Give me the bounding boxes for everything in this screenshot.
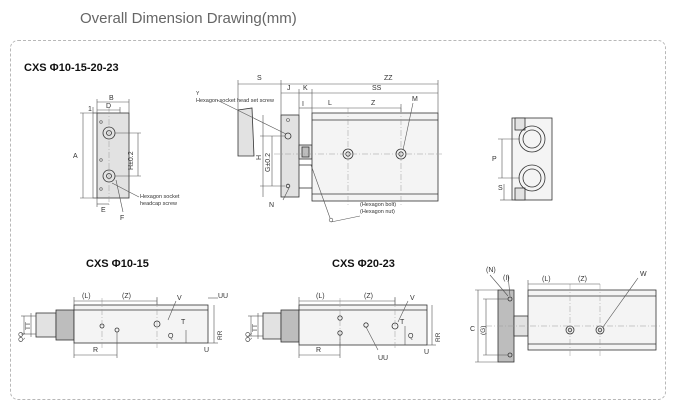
section-title-small: CXS Φ10-15 — [86, 258, 149, 270]
right-label-I: (I) — [503, 275, 510, 282]
large-label-U: U — [424, 349, 429, 356]
small-view: (L) (Z) V UU TT QQ Q RR R U T — [18, 293, 228, 358]
end-view: P S — [492, 117, 553, 201]
small-label-TT: TT — [25, 322, 32, 330]
side-label-I: I — [302, 101, 304, 108]
front-note-line1: Hexagon socket — [140, 194, 180, 200]
side-label-S: S — [257, 75, 262, 82]
side-label-G: G±0.2 — [265, 153, 272, 172]
side-label-ZZ: ZZ — [384, 75, 393, 82]
drawing-frame — [10, 40, 666, 400]
large-view-body — [298, 304, 428, 346]
right-label-Z: (Z) — [578, 276, 587, 283]
side-label-N: N — [269, 202, 274, 209]
large-view-end-plate — [280, 309, 300, 343]
front-label-A: A — [73, 153, 78, 160]
large-label-QQ: QQ — [245, 332, 252, 342]
side-view-body — [311, 112, 439, 202]
small-label-T: T — [181, 319, 186, 326]
large-label-R: R — [316, 347, 321, 354]
side-label-SS: SS — [372, 85, 382, 92]
small-label-RR: RR — [217, 330, 224, 340]
small-label-Z: (Z) — [122, 293, 131, 300]
large-label-Z: (Z) — [364, 293, 373, 300]
side-label-L: L — [328, 100, 332, 107]
front-label-H: H±0.2 — [128, 151, 135, 170]
side-note-set-screw: Hexagon socket head set screw — [196, 98, 274, 104]
side-label-H: H — [256, 155, 263, 160]
large-label-Q: Q — [408, 333, 414, 340]
end-view-body — [511, 117, 553, 201]
side-label-Z: Z — [371, 100, 376, 107]
front-view-side-strip — [92, 112, 98, 199]
right-label-N: (N) — [486, 267, 496, 274]
side-view-end-plate — [280, 114, 300, 198]
small-view-end-plate — [55, 309, 75, 341]
front-label-F: F — [120, 215, 124, 222]
side-view: S J K ZZ SS L Z M I H G±0.2 N Y Hexagon … — [196, 75, 442, 223]
small-label-R: R — [93, 347, 98, 354]
side-note-nut: (Hexagon nut) — [360, 209, 395, 215]
end-label-P: P — [492, 156, 497, 163]
right-label-C: C — [470, 326, 475, 333]
large-label-UU: UU — [378, 355, 388, 362]
side-label-K: K — [303, 85, 308, 92]
small-view-stopper — [35, 312, 57, 338]
small-label-U: U — [204, 347, 209, 354]
small-view-body — [73, 304, 209, 344]
right-view-body — [527, 289, 657, 351]
front-note-line2: headcap screw — [140, 201, 177, 207]
end-label-S: S — [498, 185, 503, 192]
small-label-Q: Q — [168, 333, 174, 340]
section-title-main: CXS Φ10-15-20-23 — [24, 62, 119, 74]
front-view-plate — [96, 112, 130, 199]
large-label-L: (L) — [316, 293, 325, 300]
large-label-TT: TT — [252, 324, 259, 332]
side-label-M: M — [412, 96, 418, 103]
front-label-E: E — [101, 207, 106, 214]
side-note-bolt: (Hexagon bolt) — [360, 202, 396, 208]
right-view: (N) (I) (L) (Z) W C (G) — [470, 267, 660, 363]
small-label-L: (L) — [82, 293, 91, 300]
section-title-large: CXS Φ20-23 — [332, 258, 395, 270]
large-view: (L) (Z) V QQ TT T RR R U UU Q — [245, 293, 442, 362]
large-view-stopper — [262, 312, 282, 340]
right-label-W: W — [640, 271, 647, 278]
front-label-B: B — [109, 95, 114, 102]
small-label-QQ: QQ — [18, 332, 25, 342]
side-view-end-block — [237, 107, 255, 157]
small-label-UU: UU — [218, 293, 228, 300]
side-label-J: J — [287, 85, 291, 92]
large-label-RR: RR — [435, 332, 442, 342]
front-label-1: 1 — [88, 106, 92, 113]
large-label-T: T — [400, 319, 405, 326]
page-title: Overall Dimension Drawing(mm) — [80, 10, 297, 27]
front-view: B D 1 A H±0.2 E F Hexagon socket headcap… — [73, 95, 180, 222]
small-label-V: V — [177, 295, 182, 302]
large-label-V: V — [410, 295, 415, 302]
side-label-Y: Y — [196, 91, 200, 97]
front-label-D: D — [106, 103, 111, 110]
right-label-L: (L) — [542, 276, 551, 283]
right-label-G: (G) — [480, 326, 487, 335]
